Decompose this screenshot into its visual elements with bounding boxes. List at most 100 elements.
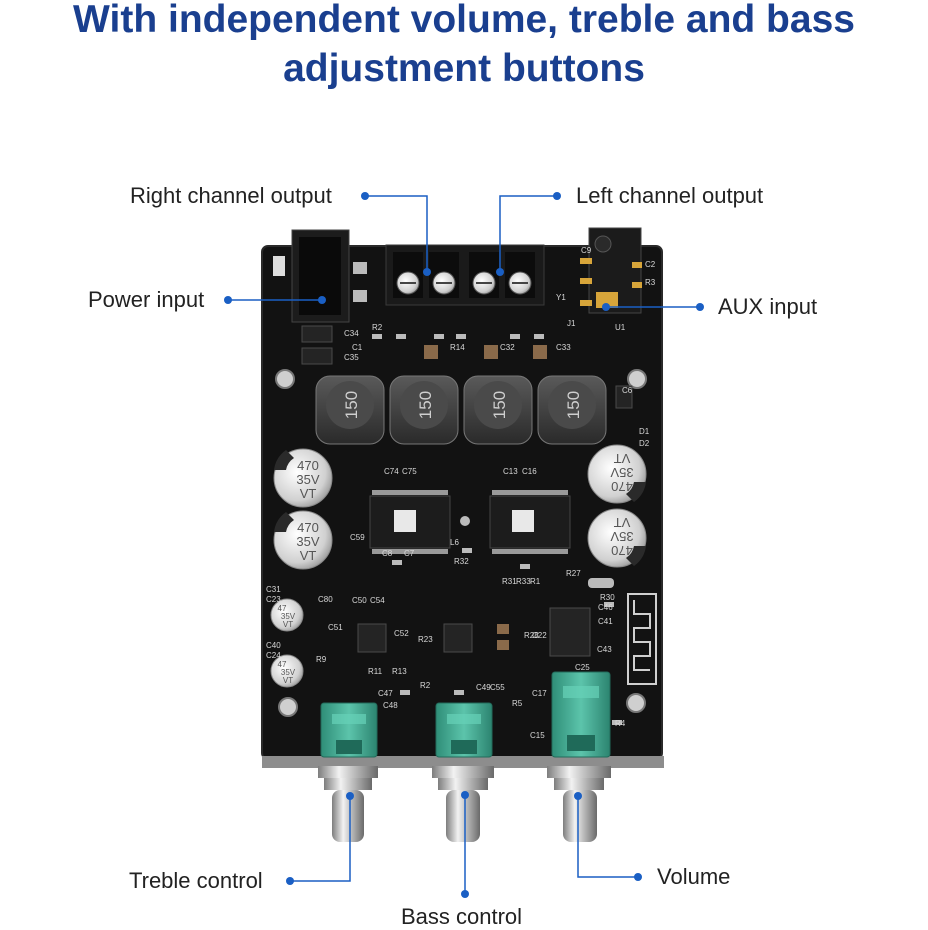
silkscreen-label: C22 (532, 631, 547, 640)
silkscreen-label: R2 (420, 681, 431, 690)
silkscreen-label: Y1 (556, 293, 566, 302)
callout-aux-input: AUX input (718, 294, 818, 319)
silkscreen-label: D1 (639, 427, 650, 436)
silkscreen-label: C2 (645, 260, 656, 269)
silkscreen-label: L6 (450, 538, 459, 547)
cap-voltage: 35V (296, 472, 319, 487)
cap-series: VT (300, 548, 317, 563)
silkscreen-label: C51 (328, 623, 343, 632)
silkscreen-label: C50 (352, 596, 367, 605)
silkscreen-label: J1 (567, 319, 576, 328)
cap-series: VT (300, 486, 317, 501)
small-cap-series: VT (283, 676, 293, 685)
inductor-marking: 150 (342, 391, 361, 419)
silkscreen-label: C17 (532, 689, 547, 698)
silkscreen-label: R11 (368, 667, 383, 676)
small-components (301, 325, 633, 657)
silkscreen-label: C35 (344, 353, 359, 362)
silkscreen-label: R13 (392, 667, 407, 676)
mounting-holes (275, 369, 647, 717)
bluetooth-antenna (627, 593, 657, 685)
silkscreen-label: C40 (266, 641, 281, 650)
cap-voltage: 35V (610, 529, 633, 544)
silkscreen-label: R27 (566, 569, 581, 578)
silkscreen-label: U1 (615, 323, 626, 332)
cap-voltage: 35V (296, 534, 319, 549)
silkscreen-label: C59 (350, 533, 365, 542)
inductor-marking: 150 (416, 391, 435, 419)
silkscreen-label: C49 (476, 683, 491, 692)
silkscreen-label: R1 (530, 577, 541, 586)
silkscreen-label: R14 (450, 343, 465, 352)
cap-series: VT (614, 451, 631, 466)
small-cap-value: 47 (278, 604, 287, 613)
silkscreen-label: C9 (581, 246, 592, 255)
small-cap-value: 47 (278, 660, 287, 669)
small-capacitors: 47 35V VT 47 35V VT (270, 598, 304, 688)
electrolytic-capacitors: 470 35V VT 470 35V VT 470 35V VT 470 35V… (273, 444, 647, 570)
silkscreen-label: C48 (383, 701, 398, 710)
cap-series: VT (614, 515, 631, 530)
silkscreen-label: C24 (266, 651, 281, 660)
silkscreen-label: C54 (370, 596, 385, 605)
silkscreen-label: D2 (639, 439, 650, 448)
cap-voltage: 35V (610, 465, 633, 480)
silkscreen-label: C74 (384, 467, 399, 476)
silkscreen-label: R9 (316, 655, 327, 664)
silkscreen-label: R32 (454, 557, 469, 566)
callout-lines (228, 195, 700, 894)
silkscreen-label: C52 (394, 629, 409, 638)
silkscreen-label: C55 (490, 683, 505, 692)
inductors: 150 150 150 150 (315, 375, 607, 445)
silkscreen-label: R28 (524, 631, 539, 640)
silkscreen-label: R2 (372, 323, 383, 332)
small-cap-voltage: 35V (281, 668, 296, 677)
callout-bass-control: Bass control (401, 904, 523, 929)
silkscreen-label: C23 (266, 595, 281, 604)
silkscreen-label: C41 (598, 617, 613, 626)
inductor-marking: 150 (490, 391, 509, 419)
callout-power-input: Power input (88, 287, 205, 312)
silkscreen-label: C15 (530, 731, 545, 740)
callout-right-channel-output: Right channel output (130, 183, 332, 208)
silkscreen-label: C16 (522, 467, 537, 476)
cap-value: 470 (297, 520, 319, 535)
silkscreen-label: R5 (512, 699, 523, 708)
front-plate (262, 756, 664, 768)
silkscreen-label: R3 (645, 278, 656, 287)
speaker-terminals (385, 244, 545, 306)
amplifier-chips (369, 490, 571, 554)
silkscreen-label: C33 (556, 343, 571, 352)
callout-treble-control: Treble control (129, 868, 263, 893)
silkscreen-label: C34 (344, 329, 359, 338)
callout-left-channel-output: Left channel output (576, 183, 764, 208)
volume-knob (547, 671, 611, 842)
silkscreen-label: C31 (266, 585, 281, 594)
smd-parts (424, 345, 547, 650)
inductor-marking: 150 (564, 391, 583, 419)
silkscreen-label: C7 (404, 549, 415, 558)
cap-value: 470 (611, 543, 633, 558)
cap-value: 470 (297, 458, 319, 473)
headline-line-1: With independent volume, treble and bass (73, 0, 855, 41)
small-cap-voltage: 35V (281, 612, 296, 621)
silkscreen-label: C13 (503, 467, 518, 476)
silkscreen-label: C8 (382, 549, 393, 558)
cap-value: 470 (611, 479, 633, 494)
callout-volume: Volume (657, 864, 731, 889)
silkscreen-label: R31 (502, 577, 517, 586)
small-cap-series: VT (283, 620, 293, 629)
silkscreen-label: C47 (378, 689, 393, 698)
silkscreen-label: R23 (418, 635, 433, 644)
silkscreen-label: C43 (597, 645, 612, 654)
silkscreen-label: R30 (600, 593, 615, 602)
treble-knob (318, 702, 378, 842)
silkscreen-label: C1 (352, 343, 363, 352)
silkscreen-label: C25 (575, 663, 590, 672)
silkscreen-label: C75 (402, 467, 417, 476)
silkscreen-label: C80 (318, 595, 333, 604)
silkscreen-label: C6 (622, 386, 633, 395)
aux-jack (580, 227, 642, 314)
